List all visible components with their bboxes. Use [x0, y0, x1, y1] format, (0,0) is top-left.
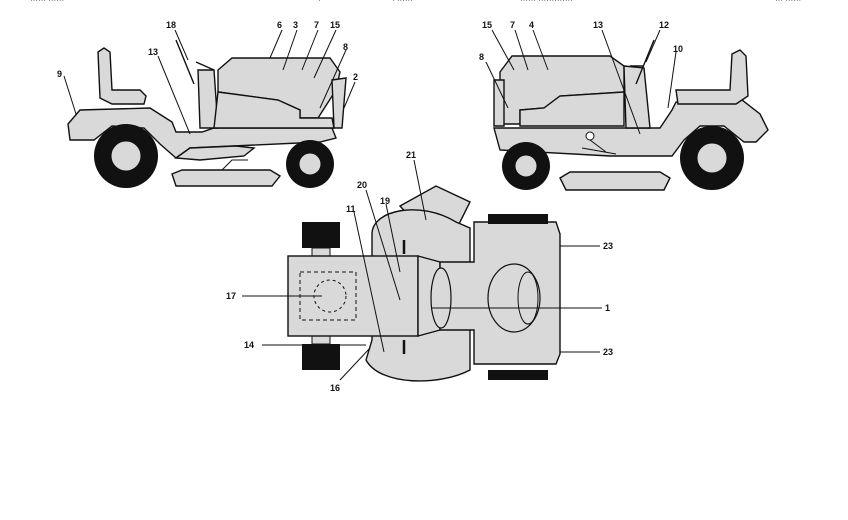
callout-label: 13 [593, 20, 603, 30]
header-fragment: · ······ [392, 0, 413, 5]
callout-label: 23 [603, 241, 613, 251]
callout-label: 13 [148, 47, 158, 57]
callout-label: 8 [343, 42, 348, 52]
grille [331, 77, 347, 129]
callout-label: 6 [277, 20, 282, 30]
callout-label: 19 [380, 196, 390, 206]
callout-label: 15 [330, 20, 340, 30]
front-hub [514, 154, 538, 178]
lever-knob [585, 131, 595, 141]
tractor-right-side-view [493, 39, 769, 191]
tractor-top-view [287, 185, 561, 382]
steering-wheel [175, 39, 215, 85]
callout-label: 15 [482, 20, 492, 30]
callout-label: 16 [330, 383, 340, 393]
callout-label: 21 [406, 150, 416, 160]
callout-label: 10 [673, 44, 683, 54]
engine-side-panel [213, 91, 335, 129]
callout-label: 9 [57, 69, 62, 79]
callout-label: 12 [659, 20, 669, 30]
callout-label: 7 [314, 20, 319, 30]
header-fragment: ······ ······ [30, 0, 64, 5]
engine-cap [517, 271, 539, 325]
callout-label: 4 [529, 20, 534, 30]
engine-side-panel [519, 91, 625, 127]
body-fender [67, 107, 337, 159]
engine-top [487, 263, 541, 333]
grille [493, 79, 505, 127]
tractor-left-side-view [67, 39, 347, 188]
top-view-callouts: 21 20 19 11 17 1 14 16 23 23 [226, 150, 613, 393]
rear-hub [696, 142, 728, 174]
mower-deck [559, 171, 671, 191]
rear-tire-bottom [302, 344, 340, 370]
callout-label: 1 [605, 303, 610, 313]
callout-label: 11 [346, 204, 356, 214]
callout-label: 23 [603, 347, 613, 357]
callout-label: 18 [166, 20, 176, 30]
callout-label: 8 [479, 52, 484, 62]
seat [97, 47, 147, 105]
front-hub [298, 152, 322, 176]
axle-hub [311, 335, 331, 345]
front-tire-top [488, 214, 548, 224]
front-tire-bottom [488, 370, 548, 380]
callout-label: 17 [226, 291, 236, 301]
right-view-callouts: 15 7 4 13 12 8 10 [479, 20, 683, 135]
footrest [174, 145, 256, 161]
callout-label: 14 [244, 340, 254, 350]
rear-tire-top [302, 222, 340, 248]
header-fragment: ······ ············· [520, 0, 573, 5]
callout-label: 2 [353, 72, 358, 82]
dash [623, 65, 651, 129]
header-fragment: · [318, 0, 321, 5]
left-view-callouts: 18 6 3 7 15 8 2 9 13 [57, 20, 358, 135]
seat [675, 49, 749, 105]
axle-hub [311, 247, 331, 257]
rear-hub [110, 140, 142, 172]
callout-label: 7 [510, 20, 515, 30]
steering-top [430, 267, 452, 329]
steering-wheel [630, 39, 655, 85]
callout-label: 3 [293, 20, 298, 30]
mower-deck [171, 169, 282, 187]
callout-label: 20 [357, 180, 367, 190]
header-fragment: ··· ······ [775, 0, 801, 5]
